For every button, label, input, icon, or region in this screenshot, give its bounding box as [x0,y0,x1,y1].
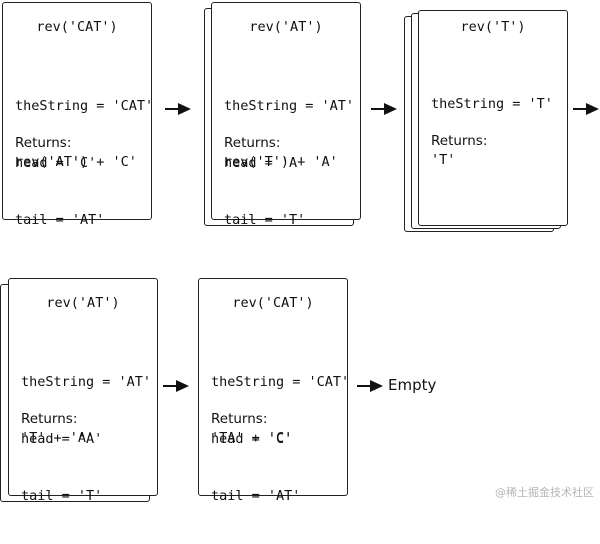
frame-title: rev('CAT') [232,295,314,311]
frame-title: rev('CAT') [36,19,118,35]
frame-title: rev('AT') [249,19,323,35]
variable-line [431,209,553,228]
frame-variables: theString = 'CAT' head = 'C' tail = 'AT' [211,335,349,544]
arrow-right-icon [573,103,599,115]
arrow-right-icon [163,380,189,392]
arrow-right-icon [165,103,191,115]
variable-line: tail = 'T' [21,488,103,504]
frame-variables: theString = 'AT' head = 'A' tail = 'T' [21,335,151,544]
stack-frame-card: rev('CAT') theString = 'CAT' head = 'C' … [2,2,153,228]
returns-expression: rev('T') + 'A' [224,154,338,170]
returns-label: Returns: [15,135,72,151]
variable-line: head = 'A' [224,155,306,171]
variable-line: head = 'A' [21,431,103,447]
returns-expression: 'T' + 'A' [21,430,95,446]
frame-variables: theString = 'CAT' head = 'C' tail = 'AT' [15,59,153,268]
returns-expression: rev('AT') + 'C' [15,154,137,170]
returns-label: Returns: [224,135,281,151]
variable-line: tail = 'AT' [211,488,301,504]
variable-line: theString = 'CAT' [15,98,154,114]
returns-expression: 'TA' + 'C' [211,430,293,446]
empty-stack-label: Empty [388,376,437,394]
variable-line: theString = 'AT' [21,374,152,390]
call-stack-step-2: rev('AT') theString = 'AT' head = 'A' ta… [204,2,364,228]
variable-line: tail = 'T' [224,212,306,228]
frame-variables: theString = 'AT' head = 'A' tail = 'T' [224,59,354,268]
stack-frame-card: rev('T') theString = 'T' Returns: 'T' [418,10,568,226]
frame-title: rev('AT') [46,295,120,311]
frame-variables: theString = 'T' [431,57,553,266]
stack-frame-card: rev('AT') theString = 'AT' head = 'A' ta… [211,2,361,228]
variable-line: head = 'C' [15,155,97,171]
stack-frame-card: rev('CAT') theString = 'CAT' head = 'C' … [198,278,349,504]
call-stack-step-4: rev('AT') theString = 'AT' head = 'A' ta… [0,278,160,504]
variable-line: tail = 'AT' [15,212,105,228]
returns-label: Returns: [21,411,78,427]
arrow-right-icon [371,103,397,115]
watermark: @稀土掘金技术社区 [495,486,594,499]
returns-expression: 'T' [431,152,456,168]
arrow-right-icon [357,380,383,392]
call-stack-step-5: rev('CAT') theString = 'CAT' head = 'C' … [198,278,350,504]
call-stack-step-3: rev('T') theString = 'T' Returns: 'T' [404,10,570,234]
returns-label: Returns: [211,411,268,427]
variable-line: theString = 'AT' [224,98,355,114]
variable-line: head = 'C' [211,431,293,447]
stack-frame-card: rev('AT') theString = 'AT' head = 'A' ta… [8,278,158,504]
variable-line: theString = 'T' [431,96,553,112]
returns-label: Returns: [431,133,488,149]
frame-title: rev('T') [460,19,526,35]
variable-line: theString = 'CAT' [211,374,350,390]
call-stack-step-1: rev('CAT') theString = 'CAT' head = 'C' … [2,2,154,228]
